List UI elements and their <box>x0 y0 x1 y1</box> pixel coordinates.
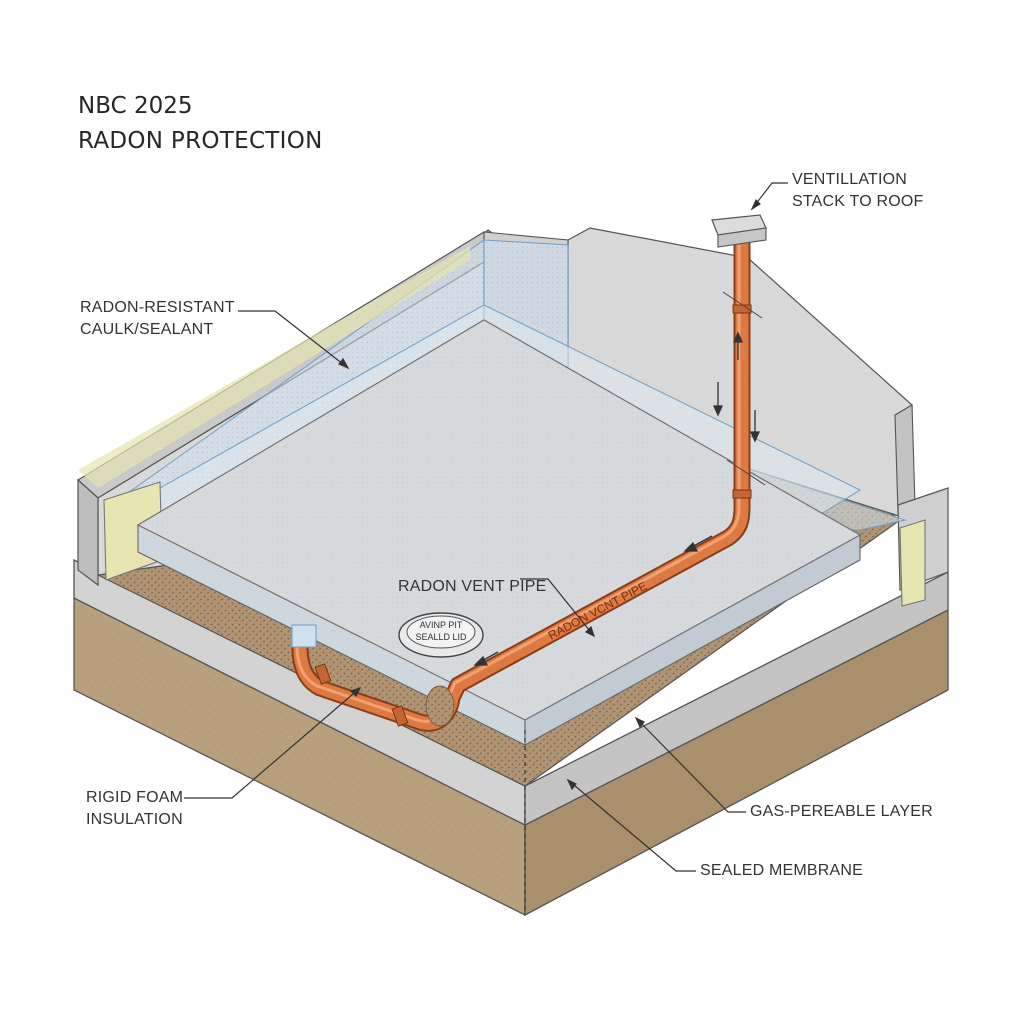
label-caulk-sealant-line2: CAULK/SEALANT <box>80 321 214 338</box>
label-rigid-foam: RIGID FOAM INSULATION <box>86 787 183 831</box>
label-ventilation-stack-line2: STACK TO ROOF <box>792 193 924 210</box>
concrete-slab <box>136 319 862 746</box>
leader-lines <box>184 182 788 912</box>
label-ventilation-stack: VENTILLATION STACK TO ROOF <box>792 169 924 213</box>
label-gas-permeable-layer: GAS-PEREABLE LAYER <box>750 801 933 823</box>
label-rigid-foam-line2: INSULATION <box>86 811 183 828</box>
rigid-foam-insulation <box>78 246 926 607</box>
label-caulk-sealant-line1: RADON-RESISTANT <box>80 299 235 316</box>
diagram-title: NBC 2025 <box>78 93 193 119</box>
label-rigid-foam-line1: RIGID FOAM <box>86 789 184 806</box>
sump-lid-line2: SEALLD LID <box>415 632 467 642</box>
label-radon-vent-pipe-text: RADON VENT PIPE <box>398 578 547 595</box>
radon-vent-pipe <box>291 214 767 732</box>
label-sealed-membrane: SEALED MEMBRANE <box>700 860 863 882</box>
sump-lid-line1: AVINP PIT <box>420 620 463 630</box>
diagram-subtitle: RADON PROTECTION <box>78 128 323 154</box>
airflow-arrows <box>473 331 761 666</box>
label-gas-permeable-text: GAS-PEREABLE LAYER <box>750 803 933 820</box>
label-caulk-sealant: RADON-RESISTANT CAULK/SEALANT <box>80 297 235 341</box>
label-ventilation-stack-line1: VENTILLATION <box>792 171 908 188</box>
label-radon-vent-pipe: RADON VENT PIPE <box>398 576 547 598</box>
label-sealed-membrane-text: SEALED MEMBRANE <box>700 862 864 879</box>
sump-pit-lid <box>398 612 484 658</box>
